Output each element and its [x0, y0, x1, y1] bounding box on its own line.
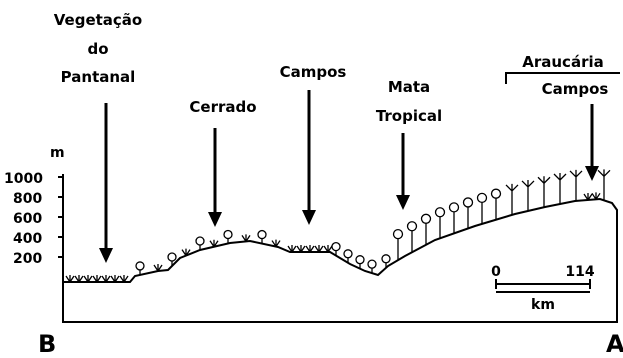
grass-symbol [209, 239, 219, 248]
tree-crown [343, 249, 353, 259]
arrow-pantanal [99, 103, 113, 263]
grass-symbol [591, 192, 601, 200]
label-campos-alto: Campos [542, 80, 609, 98]
grass-symbol [314, 245, 324, 253]
elevation-axis-line [58, 174, 64, 282]
tree-crown [257, 229, 267, 240]
araucaria-symbol [597, 169, 611, 201]
label-pantanal-line3: Pantanal [61, 68, 136, 86]
araucaria-symbol [569, 169, 583, 201]
grass-symbol [65, 275, 75, 283]
tree-crown [331, 241, 341, 252]
araucaria-bracket [505, 72, 620, 84]
label-araucaria: Araucária [522, 53, 603, 71]
tree-crown [406, 221, 418, 232]
tree-crown [167, 252, 177, 262]
grass-symbol [153, 264, 163, 272]
profile-end-right: A [606, 330, 623, 358]
scale-label-start: 0 [491, 264, 501, 280]
profile-end-left: B [38, 330, 56, 358]
tick-label-200: 200 [13, 251, 42, 267]
grass-symbol [323, 245, 333, 253]
arrow-campos-alto [585, 104, 599, 181]
tree-crown [476, 192, 488, 204]
grass-symbol [83, 275, 93, 283]
tree-crown [392, 228, 404, 240]
tick-label-1000: 1000 [4, 171, 43, 187]
vegetation-symbols [65, 169, 611, 283]
grass-symbol [305, 245, 315, 253]
label-mata-line2: Tropical [376, 107, 442, 125]
label-mata-line1: Mata [388, 78, 430, 96]
arrow-cerrado [208, 128, 222, 227]
tree-crown [135, 261, 145, 271]
grass-symbol [92, 275, 102, 283]
label-pantanal-line1: Vegetação [54, 11, 142, 29]
grass-symbol [296, 245, 306, 253]
tree-crown [462, 197, 474, 208]
grass-symbol [110, 275, 120, 283]
grass-symbol [241, 234, 251, 242]
tree-crown [490, 188, 502, 199]
tree-crown [434, 207, 446, 218]
label-campos: Campos [280, 63, 347, 81]
grass-symbol [101, 275, 111, 283]
grass-symbol [181, 248, 191, 256]
tick-label-400: 400 [13, 231, 42, 247]
tree-crown [420, 213, 432, 224]
tree-crown [448, 202, 460, 213]
araucaria-symbol [505, 183, 519, 215]
grass-symbol [583, 192, 593, 201]
label-pantanal-line2: do [87, 40, 108, 58]
grass-symbol [271, 239, 281, 247]
grass-symbol [119, 275, 129, 283]
scale-label-end: 114 [565, 264, 594, 280]
tree-crown [367, 259, 377, 269]
tree-crown [381, 254, 391, 264]
arrow-mata-tropical [396, 133, 410, 210]
scale-bar [495, 279, 591, 293]
elevation-unit: m [50, 145, 65, 161]
label-cerrado: Cerrado [189, 98, 256, 116]
tree-crown [355, 255, 365, 265]
tree-crown [195, 236, 205, 246]
grass-symbol [287, 245, 297, 253]
arrow-campos [302, 90, 316, 225]
araucaria-symbol [521, 179, 535, 211]
grass-symbol [74, 275, 84, 283]
elevation-ticks: 1000 800 600 400 200 [4, 171, 43, 267]
scale-unit: km [531, 297, 555, 313]
tree-crown [223, 229, 233, 240]
tick-label-800: 800 [13, 191, 42, 207]
tick-label-600: 600 [13, 211, 42, 227]
araucaria-symbol [553, 173, 567, 204]
araucaria-symbol [537, 176, 551, 208]
